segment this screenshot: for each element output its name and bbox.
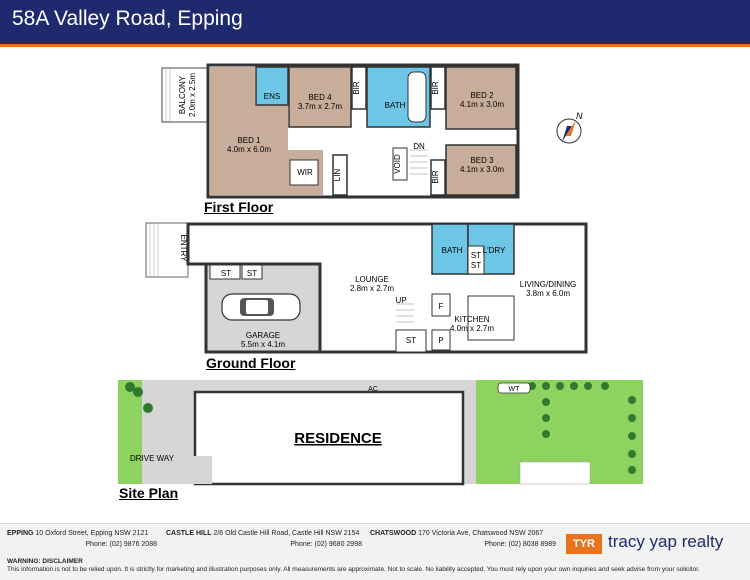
office-castle-hill: CASTLE HILL 2/6 Old Castle Hill Road, Ca… xyxy=(166,530,362,548)
bir2-label: BIR xyxy=(431,81,440,95)
ground-floor-plan: ENTRY ST ST LOUNGE 2.8m x 2.7m BATH L'DR… xyxy=(145,222,588,354)
wt-label: WT xyxy=(509,386,521,393)
bath-first-label: BATH xyxy=(385,101,406,110)
residence-label: RESIDENCE xyxy=(294,430,382,447)
bed1-label: BED 1 xyxy=(237,136,261,145)
lounge-label: LOUNGE xyxy=(355,275,389,284)
first-floor-title: First Floor xyxy=(204,199,274,215)
bath-ground-label: BATH xyxy=(442,246,463,255)
bed1-room xyxy=(210,67,288,195)
balcony-label: BALCONY xyxy=(178,75,187,114)
st4-label: ST xyxy=(471,261,481,270)
lin-label: LIN xyxy=(333,169,342,182)
first-floor-plan: BALCONY 2.0m x 2.5m ENS BED 4 3.7m x 2.7… xyxy=(161,63,520,199)
kitchen-dim: 4.0m x 2.7m xyxy=(450,324,494,333)
car-icon xyxy=(221,293,301,321)
header-bar: 58A Valley Road, Epping xyxy=(0,0,750,47)
residence-footprint xyxy=(193,390,465,486)
kitchen-label: KITCHEN xyxy=(454,315,489,324)
dn-label: DN xyxy=(413,142,425,151)
shrubs xyxy=(125,382,636,474)
up-label: UP xyxy=(395,296,406,305)
bed2-room xyxy=(445,66,517,130)
bed2-dim: 4.1m x 3.0m xyxy=(460,100,504,109)
ensuite-room xyxy=(255,66,289,106)
pantry-label: P xyxy=(438,336,443,345)
laundry-label: L'DRY xyxy=(483,246,506,255)
st1-label: ST xyxy=(221,269,231,278)
balcony-dim: 2.0m x 2.5m xyxy=(188,73,197,117)
lounge-dim: 2.8m x 2.7m xyxy=(350,284,394,293)
ground-floor-title: Ground Floor xyxy=(206,355,296,371)
bed3-dim: 4.1m x 3.0m xyxy=(460,165,504,174)
bath-room-ground xyxy=(431,223,469,275)
bir3-label: BIR xyxy=(431,170,440,184)
fridge-label: F xyxy=(439,302,444,311)
footer: EPPING 10 Oxford Street, Epping NSW 2121… xyxy=(0,523,750,580)
disclaimer-text: This information is not to be relied upo… xyxy=(7,566,700,573)
void-label: VOID xyxy=(393,154,402,174)
bed3-room xyxy=(445,144,517,196)
driveway-label: DRIVE WAY xyxy=(130,454,175,463)
brand-logo: TYR tracy yap realty xyxy=(566,532,742,556)
brand-mark-icon: TYR xyxy=(566,534,602,554)
bir1-label: BIR xyxy=(352,81,361,95)
bed2-label: BED 2 xyxy=(470,91,494,100)
balcony-area xyxy=(161,67,209,123)
st5-label: ST xyxy=(406,336,416,345)
st2-label: ST xyxy=(247,269,257,278)
ens-label: ENS xyxy=(264,92,280,101)
disclaimer: WARNING: DISCLAIMER This information is … xyxy=(7,558,700,574)
office-epping: EPPING 10 Oxford Street, Epping NSW 2121… xyxy=(7,530,157,548)
brand-name: tracy yap realty xyxy=(608,532,724,551)
front-lawn xyxy=(118,380,142,484)
garage-dim: 5.5m x 4.1m xyxy=(241,340,285,349)
site-plan-title: Site Plan xyxy=(119,485,179,501)
compass-label: N xyxy=(576,111,583,121)
office-chatswood: CHATSWOOD 170 Victoria Ave, Chatswood NS… xyxy=(370,530,556,548)
living-label: LIVING/DINING xyxy=(520,280,576,289)
bed1-dim: 4.0m x 6.0m xyxy=(227,145,271,154)
accent-stripe xyxy=(0,44,750,47)
bed4-dim: 3.7m x 2.7m xyxy=(298,102,342,111)
compass-icon: N xyxy=(556,111,583,144)
page-title: 58A Valley Road, Epping xyxy=(12,7,243,30)
ac-label: AC xyxy=(368,386,378,393)
bed4-label: BED 4 xyxy=(308,93,332,102)
site-plan: WT AC RESIDENCE DRIVE WAY xyxy=(118,380,643,486)
floor-plan-drawing: BALCONY 2.0m x 2.5m ENS BED 4 3.7m x 2.7… xyxy=(118,63,643,486)
living-dim: 3.8m x 6.0m xyxy=(526,289,570,298)
disclaimer-heading: WARNING: DISCLAIMER xyxy=(7,558,83,565)
garage-label: GARAGE xyxy=(246,331,280,340)
bed4-room xyxy=(288,66,352,128)
bed3-label: BED 3 xyxy=(470,156,494,165)
floor-plan: BALCONY 2.0m x 2.5m ENS BED 4 3.7m x 2.7… xyxy=(0,50,750,524)
entry-label: ENTRY xyxy=(179,235,188,263)
wir-label: WIR xyxy=(297,168,313,177)
st3-label: ST xyxy=(471,251,481,260)
